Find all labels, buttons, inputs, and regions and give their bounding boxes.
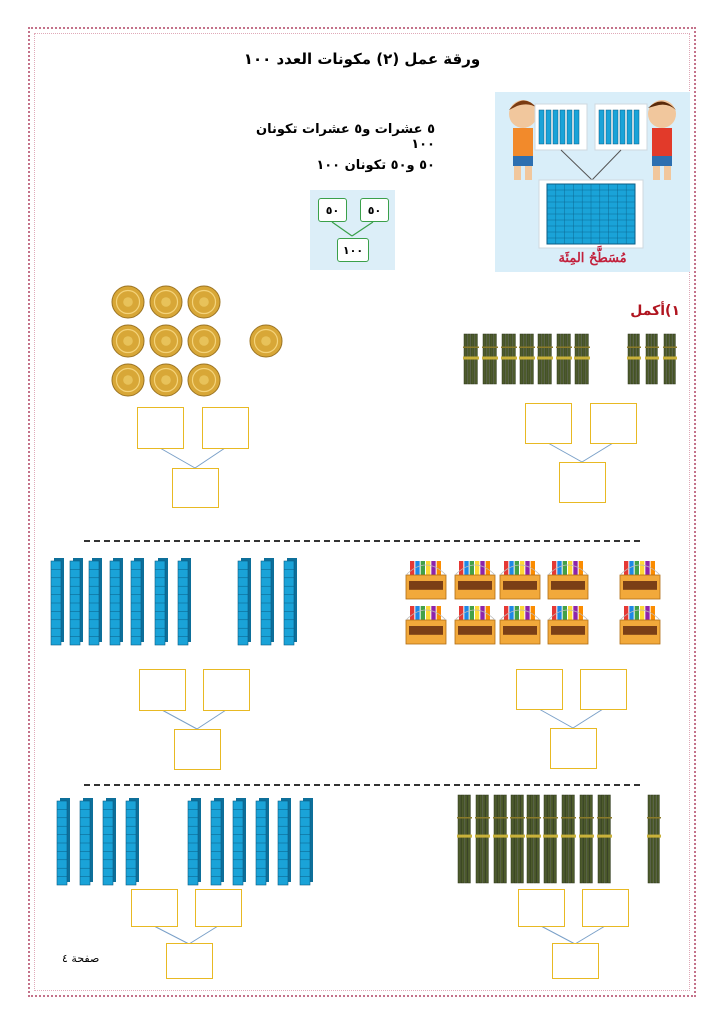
crayon-box-icon [547,561,589,600]
answer-box-ones[interactable] [202,407,249,449]
intro-line-2: ٥٠ و٥٠ تكونان ١٠٠ [316,158,435,173]
ten-rod-icon [69,558,83,646]
page-border-inner [34,33,690,991]
crayon-box-icon [547,606,589,645]
exercise-instruction: ١)أكمل [630,303,680,319]
straw-bundle-icon [463,333,479,385]
ten-rod-icon [79,798,93,886]
answer-box-ones[interactable] [580,669,627,710]
ten-rod-icon [130,558,144,646]
page-number: صفحة ٤ [62,952,100,965]
page-title: ورقة عمل (٢) مكونات العدد ١٠٠ [243,50,481,68]
coin-icon [187,324,221,358]
coin-icon [111,324,145,358]
answer-box-tens[interactable] [137,407,184,449]
straw-bundle-icon [519,333,535,385]
ten-rod-icon [299,798,313,886]
page-border [28,27,696,997]
straw-bundle-icon [543,794,558,884]
crayon-box-icon [619,561,661,600]
ten-rod-icon [154,558,168,646]
straw-bundle-icon [501,333,517,385]
example-part-left: ٥٠ [318,198,347,222]
crayon-box-icon [499,606,541,645]
coin-icon [149,363,183,397]
straw-bundle-icon [627,333,641,385]
ten-rod-icon [237,558,251,646]
ten-rod-icon [177,558,191,646]
straw-bundle-icon [556,333,572,385]
crayon-box-icon [405,606,447,645]
straw-bundle-icon [597,794,612,884]
coin-icon [149,324,183,358]
crayon-box-icon [619,606,661,645]
straw-bundle-icon [579,794,594,884]
answer-box-total[interactable] [559,462,606,503]
answer-box-total[interactable] [166,943,213,979]
ten-rod-icon [260,558,274,646]
coin-icon [111,285,145,319]
answer-box-total[interactable] [174,729,221,770]
answer-box-tens[interactable] [131,889,178,927]
straw-bundle-icon [561,794,576,884]
straw-bundle-icon [645,333,659,385]
kids-holding-tens-icon [509,100,676,249]
answer-box-ones[interactable] [203,669,250,711]
straw-bundle-icon [537,333,553,385]
ten-rod-icon [283,558,297,646]
answer-box-ones[interactable] [195,889,242,927]
straw-bundle-icon [526,794,541,884]
answer-box-tens[interactable] [525,403,572,444]
coin-icon [187,363,221,397]
straw-bundle-icon [482,333,498,385]
ten-rod-icon [88,558,102,646]
section-divider [84,540,640,542]
example-connector-lines [331,221,374,237]
straw-bundle-icon [457,794,472,884]
ten-rod-icon [277,798,291,886]
straw-bundle-icon [510,794,525,884]
example-part-whole: ٥٠ ٥٠ ١٠٠ [310,190,395,270]
coin-icon [187,285,221,319]
crayon-box-icon [454,606,496,645]
coin-icon [149,285,183,319]
answer-box-total[interactable] [552,943,599,979]
section-divider [84,784,640,786]
answer-box-ones[interactable] [582,889,629,927]
coin-icon [249,324,283,358]
answer-box-tens[interactable] [516,669,563,710]
answer-box-tens[interactable] [518,889,565,927]
ten-rod-icon [210,798,224,886]
straw-bundle-icon [475,794,490,884]
ten-rod-icon [102,798,116,886]
intro-line-1: ٥ عشرات و٥ عشرات تكونان ١٠٠ [256,122,435,152]
crayon-box-icon [405,561,447,600]
ten-rod-icon [125,798,139,886]
answer-box-total[interactable] [550,728,597,769]
answer-box-tens[interactable] [139,669,186,711]
hero-caption: مُسَطَّحُ المِئَة [558,251,627,266]
ten-rod-icon [50,558,64,646]
answer-box-total[interactable] [172,468,219,508]
example-whole: ١٠٠ [337,238,369,262]
crayon-box-icon [454,561,496,600]
straw-bundle-icon [574,333,590,385]
ten-rod-icon [232,798,246,886]
ten-rod-icon [56,798,70,886]
ten-rod-icon [109,558,123,646]
straw-bundle-icon [493,794,508,884]
hundred-flat-illustration: مُسَطَّحُ المِئَة [495,92,690,272]
straw-bundle-icon [663,333,677,385]
crayon-box-icon [499,561,541,600]
coin-icon [111,363,145,397]
example-part-right: ٥٠ [360,198,389,222]
answer-box-ones[interactable] [590,403,637,444]
ten-rod-icon [187,798,201,886]
straw-bundle-icon [647,794,661,884]
ten-rod-icon [255,798,269,886]
